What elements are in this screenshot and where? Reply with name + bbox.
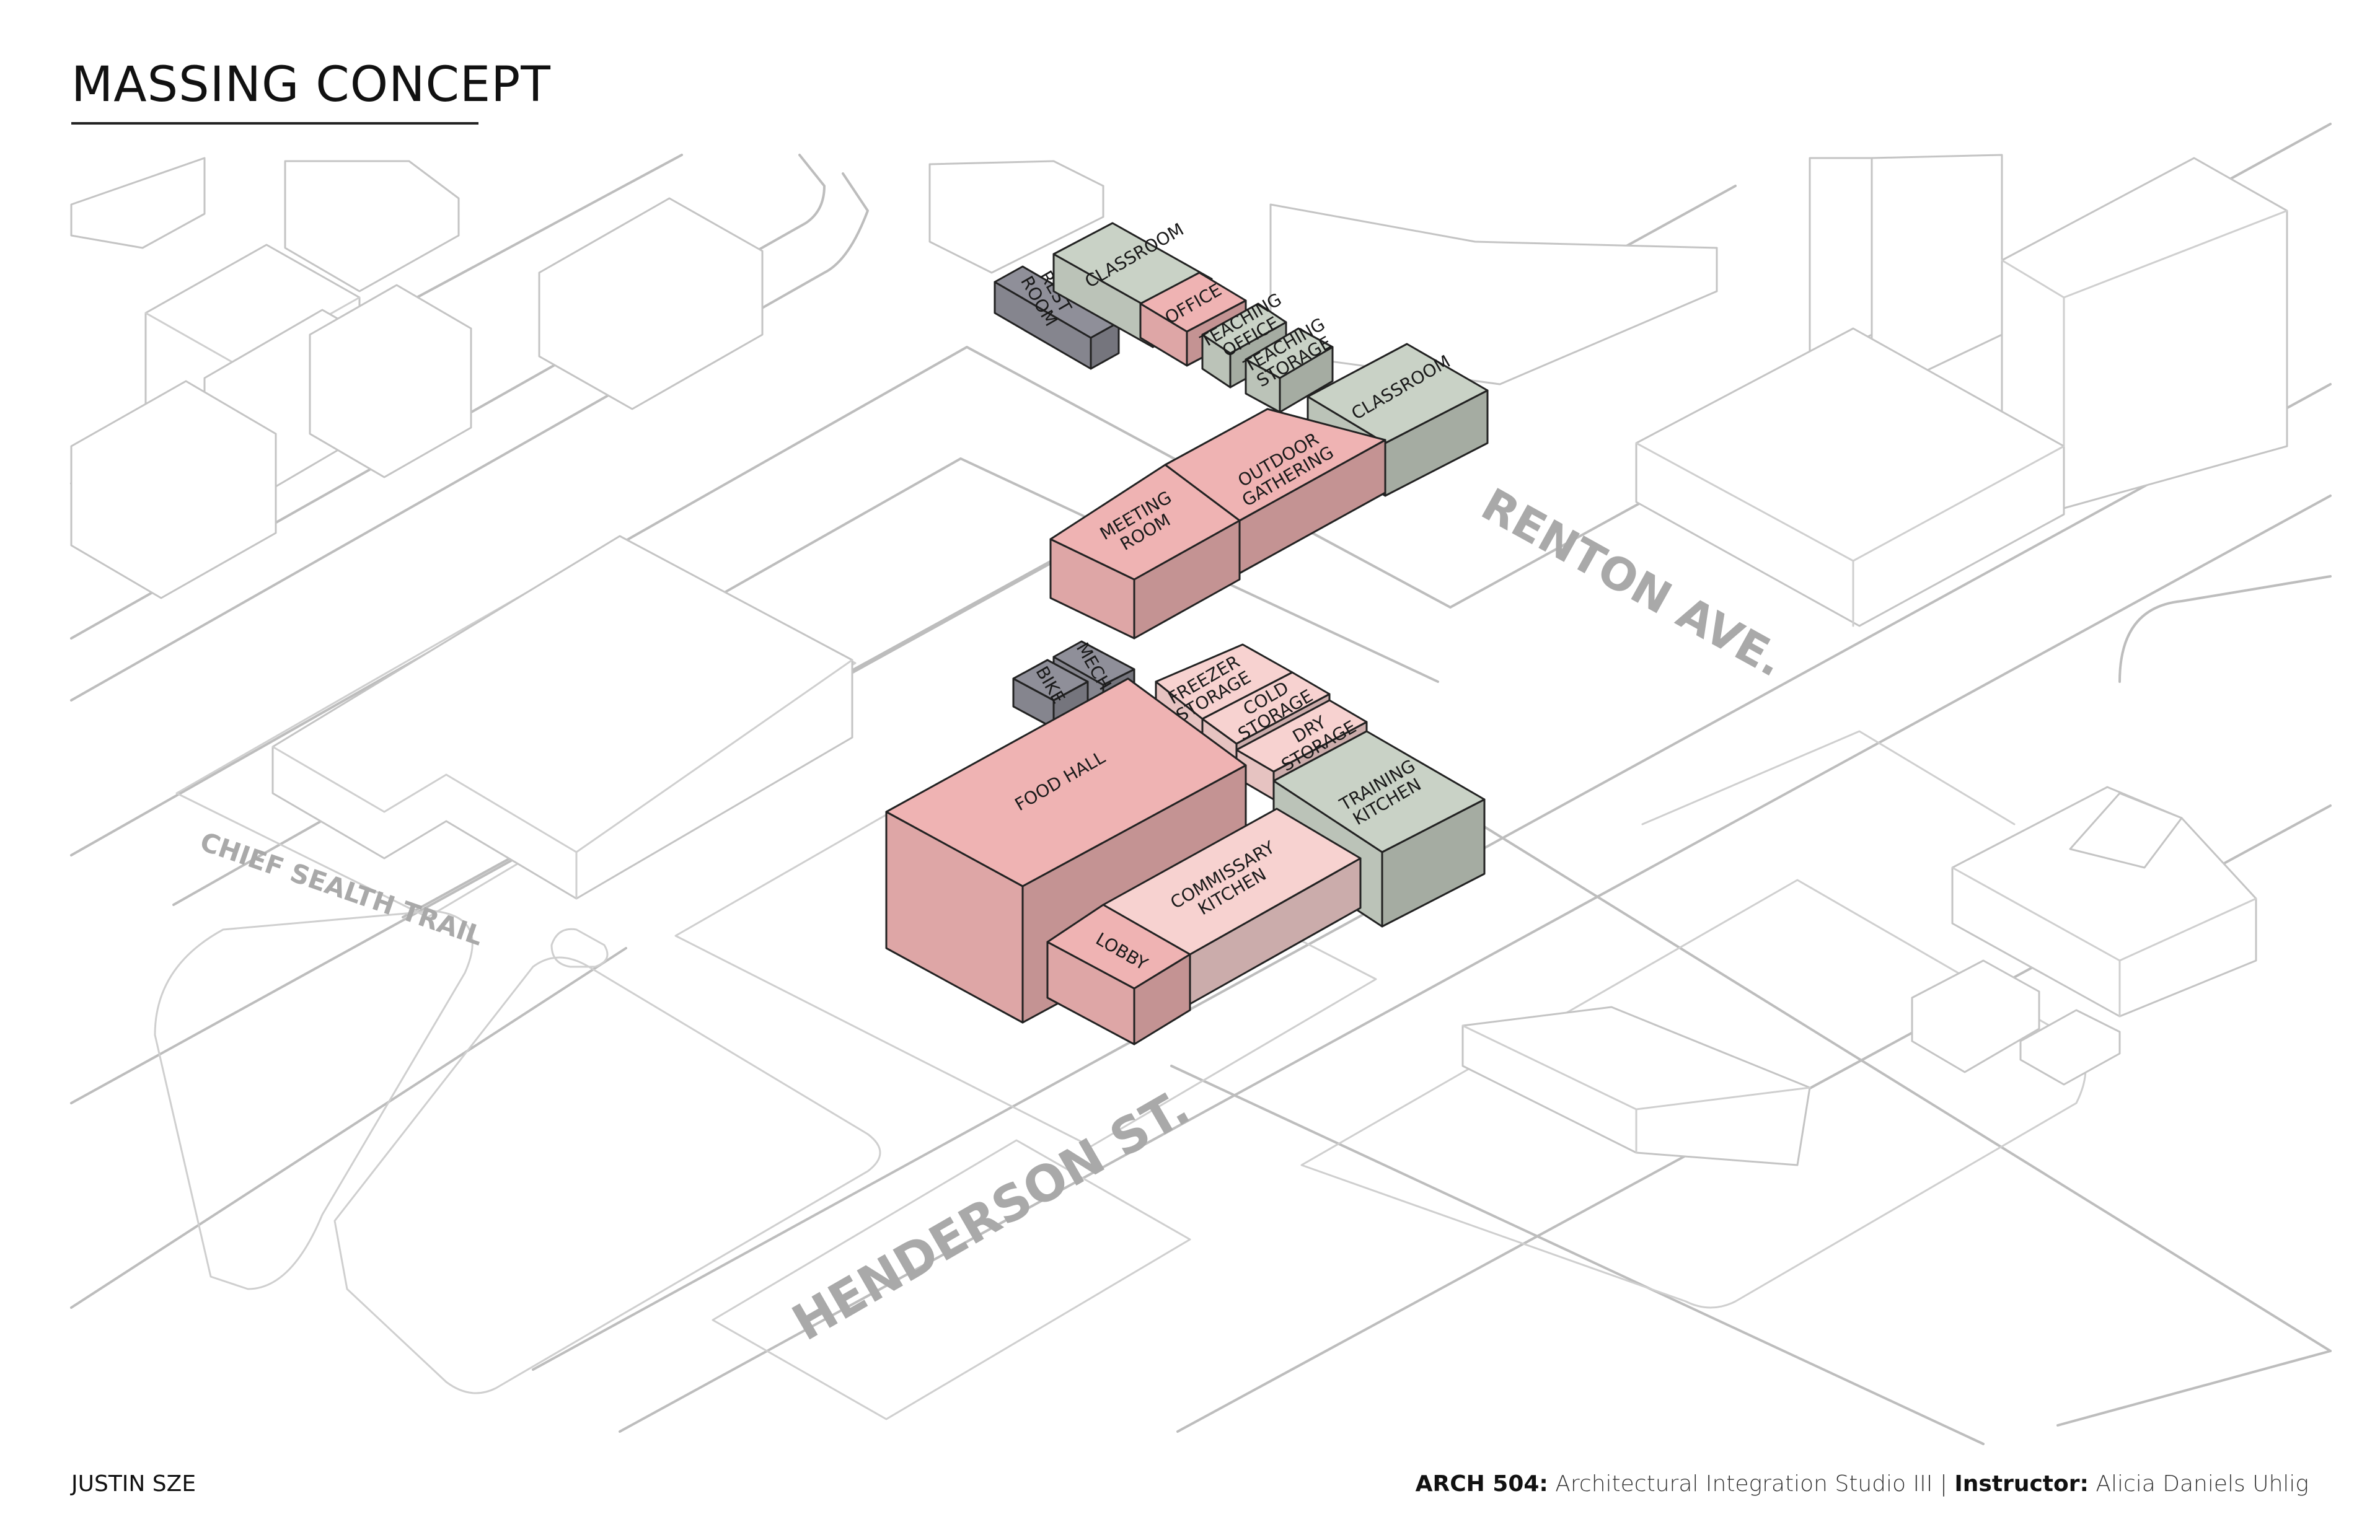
massing-blocks: RESTROOMCLASSROOMOFFICETEACHINGOFFICETEA… [885,219,1489,1045]
street-label-trail: CHIEF SEALTH TRAIL [196,826,487,951]
course-credits: ARCH 504: Architectural Integration Stud… [1416,1471,2309,1497]
food-hall-top-face [885,677,1247,887]
office-top-face [1139,271,1247,333]
page-title: MASSING CONCEPT [71,57,551,113]
course-name: Architectural Integration Studio III [1555,1471,1933,1497]
mech-top-face [1052,640,1135,686]
training-kitchen-top-face [1272,730,1486,853]
teaching-storage-top-face [1245,327,1334,379]
title-underline [71,122,478,125]
author-name: JUSTIN SZE [71,1471,196,1497]
cold-storage-top-face [1201,671,1331,745]
classroom-2-top-face [1307,343,1489,444]
course-code: ARCH 504: [1415,1471,1548,1497]
instructor-name: Alicia Daniels Uhlig [2096,1471,2309,1497]
lobby-top-face [1046,904,1191,990]
site-context [70,123,2332,1445]
teaching-office-top-face [1201,302,1287,354]
instructor-label: Instructor: [1954,1471,2089,1497]
meeting-room-top-face [1049,464,1241,581]
credits-separator: | [1939,1471,1947,1497]
dry-storage-top-face [1235,699,1368,773]
bike-top-face [1012,659,1089,702]
